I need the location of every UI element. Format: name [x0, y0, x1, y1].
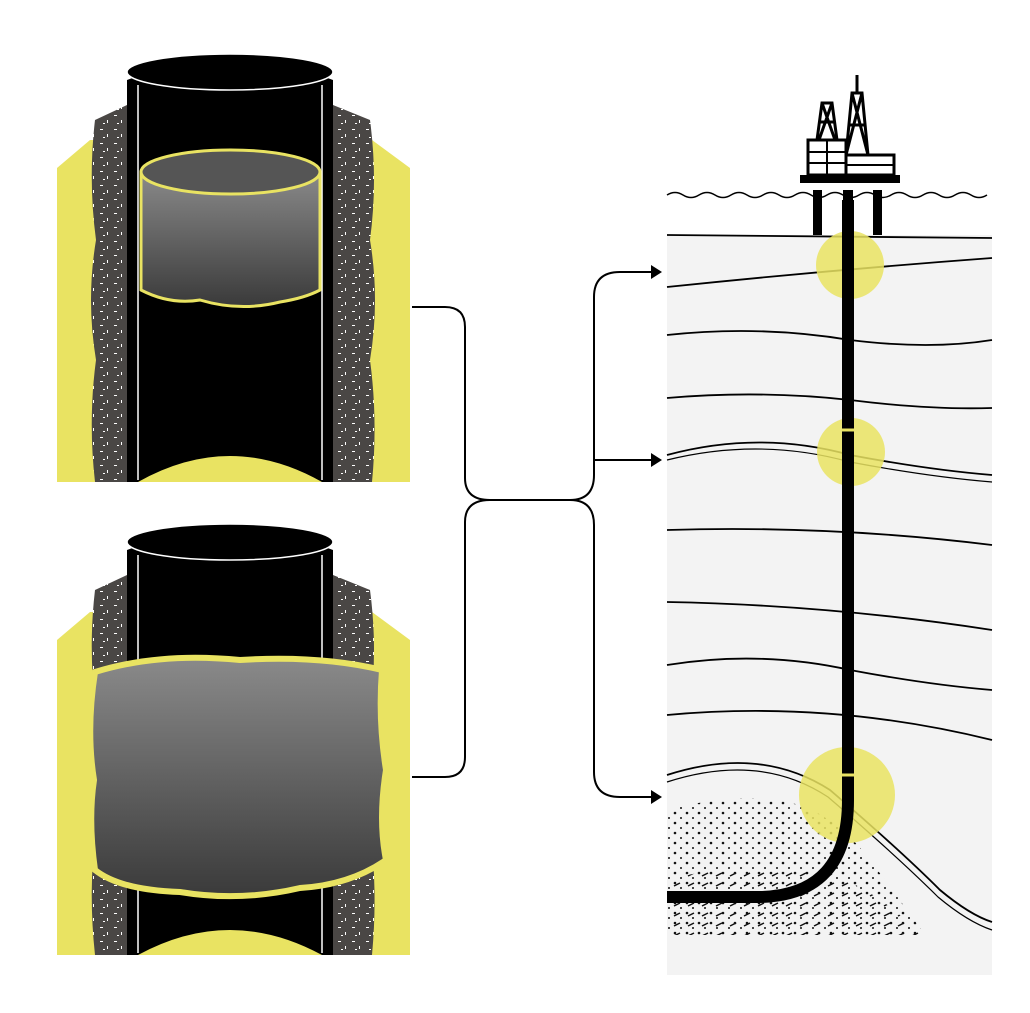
well-cross-section-large-patch — [57, 523, 410, 955]
arrow-head — [651, 790, 662, 804]
offshore-platform — [800, 75, 900, 235]
offshore-well-section — [666, 75, 993, 975]
well-cross-section-small-patch — [57, 53, 410, 482]
connector-lines — [412, 271, 652, 798]
wellbore — [667, 200, 854, 903]
sea-surface — [666, 191, 988, 199]
casing-rim — [126, 53, 334, 91]
cement-right — [333, 105, 375, 482]
cement-left — [91, 105, 127, 482]
arrow-head — [651, 265, 662, 279]
patch-large — [87, 654, 390, 900]
patch-small — [139, 170, 322, 308]
arrow-head — [651, 453, 662, 467]
